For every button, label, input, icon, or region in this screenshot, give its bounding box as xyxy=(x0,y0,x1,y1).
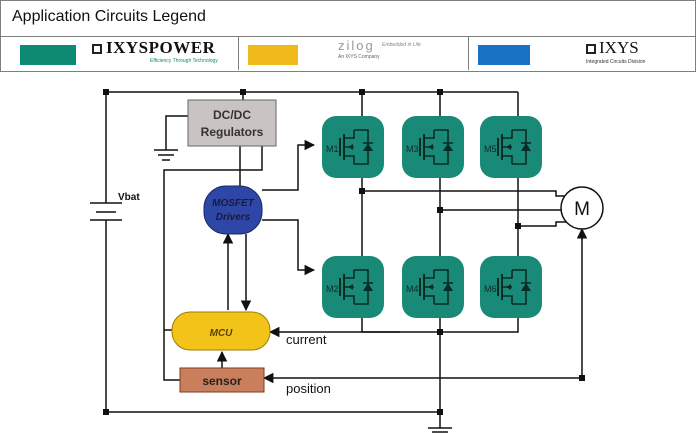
ixyspower-swatch xyxy=(20,45,76,65)
ixys-ic-square-icon xyxy=(586,44,596,54)
dcdc-regulators-block: DC/DC Regulators xyxy=(187,99,277,147)
ixys-ic-swatch xyxy=(478,45,530,65)
ixys-ic-tagline: Integrated Circuits Division xyxy=(586,59,646,65)
driver-label-2: Drivers xyxy=(216,212,251,223)
mosfet-m3: M3 xyxy=(401,115,465,179)
legend-header: Application Circuits Legend IXYSPOWER Ef… xyxy=(0,0,696,72)
mcu-block: MCU xyxy=(171,311,271,351)
sensor-label: sensor xyxy=(202,374,242,388)
mosfet-m5: M5 xyxy=(479,115,543,179)
ixyspower-logo: IXYSPOWER Efficiency Through Technology xyxy=(92,38,232,68)
dcdc-label-1: DC/DC xyxy=(213,108,251,122)
motor-label: M xyxy=(574,199,590,220)
mosfet-m4-label: M4 xyxy=(406,284,419,294)
driver-label-1: MOSFET xyxy=(212,198,255,209)
mosfet-m1: M1 xyxy=(321,115,385,179)
mosfet-m2: M2 xyxy=(321,255,385,319)
ixyspower-tagline: Efficiency Through Technology xyxy=(150,58,218,64)
mosfet-m6: M6 xyxy=(479,255,543,319)
mosfet-m3-label: M3 xyxy=(406,144,419,154)
ixyspower-name: IXYSPOWER xyxy=(106,38,216,57)
mosfet-m5-label: M5 xyxy=(484,144,497,154)
mosfet-m4: M4 xyxy=(401,255,465,319)
zilog-name: zilog xyxy=(338,38,375,53)
mcu-label: MCU xyxy=(210,328,234,339)
dcdc-label-2: Regulators xyxy=(201,125,264,139)
mosfet-m6-label: M6 xyxy=(484,284,497,294)
legend-vsep-2 xyxy=(468,36,469,70)
mosfet-m2-label: M2 xyxy=(326,284,339,294)
zilog-subline: An IXYS Company xyxy=(338,54,380,60)
sensor-block: sensor xyxy=(179,367,265,393)
position-label: position xyxy=(286,381,331,396)
legend-vsep-1 xyxy=(238,36,239,70)
wire-junctions xyxy=(103,89,585,415)
zilog-swatch xyxy=(248,45,298,65)
mosfet-drivers-block: MOSFET Drivers xyxy=(203,185,263,235)
zilog-logo: zilog Embedded in Life An IXYS Company xyxy=(338,38,478,68)
legend-divider xyxy=(0,36,696,37)
ixys-ic-name: IXYS xyxy=(599,38,639,57)
current-label: current xyxy=(286,332,327,347)
motor: M xyxy=(560,186,604,230)
battery-label: Vbat xyxy=(118,192,140,203)
zilog-tagline: Embedded in Life xyxy=(382,42,421,48)
legend-title: Application Circuits Legend xyxy=(12,8,206,25)
mosfet-m1-label: M1 xyxy=(326,144,339,154)
ixys-square-icon xyxy=(92,44,102,54)
ixys-ic-logo: IXYS Integrated Circuits Division xyxy=(586,38,686,68)
